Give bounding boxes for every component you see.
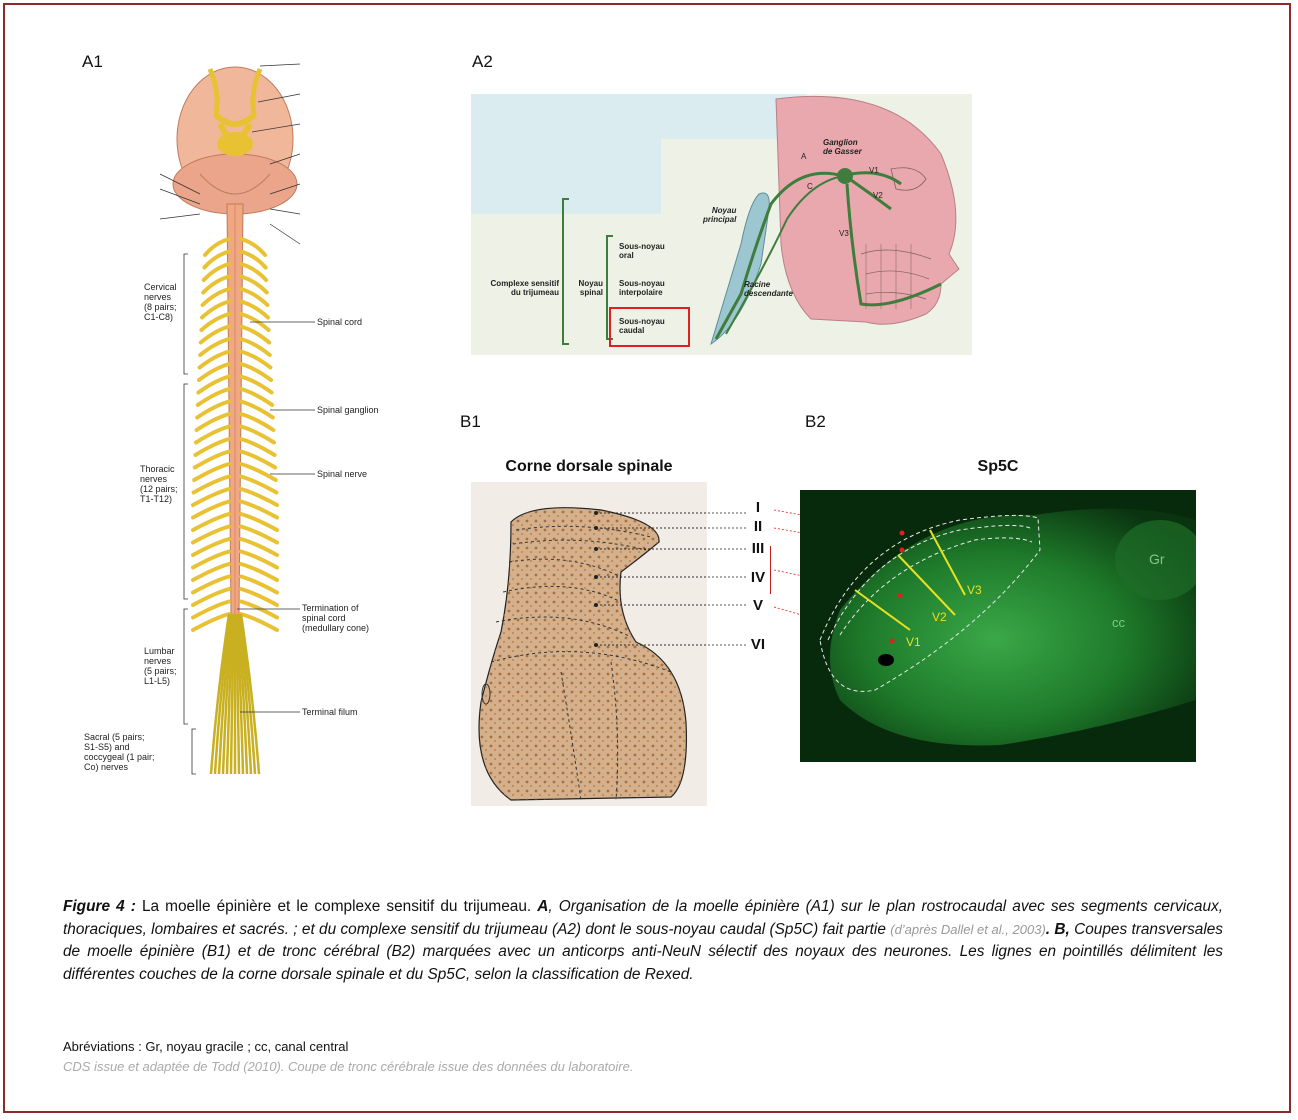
- b2-sp5c-image: Gr cc V1 V2 V3: [800, 490, 1196, 762]
- a1-spinal-nerve-label: Spinal nerve: [317, 469, 367, 479]
- caption-a-label: A: [537, 898, 548, 915]
- caption-a-citation: (d’après Dallel et al., 2003): [890, 922, 1046, 937]
- a2-v2-label: V2: [873, 191, 883, 200]
- caption-abbreviations: Abréviations : Gr, noyau gracile ; cc, c…: [63, 1039, 348, 1054]
- panel-label-a1: A1: [82, 52, 103, 72]
- b1-title: Corne dorsale spinale: [471, 458, 707, 476]
- a2-illustration: [471, 94, 972, 355]
- a1-sacral-label: Sacral (5 pairs;S1-S5) and coccygeal (1 …: [84, 732, 155, 772]
- panel-label-b2: B2: [805, 412, 826, 432]
- figure-caption: Figure 4 : La moelle épinière et le comp…: [63, 896, 1223, 986]
- a2-sous-noyau-oral-label: Sous-noyauoral: [619, 242, 665, 260]
- b1-leader-lines: [596, 482, 746, 682]
- b2-cc-label: cc: [1112, 615, 1125, 630]
- panel-label-a2: A2: [472, 52, 493, 72]
- a1-terminal-filum-label: Terminal filum: [302, 707, 358, 717]
- b2-v1-label: V1: [906, 635, 921, 649]
- a2-c-label: C: [807, 182, 813, 191]
- a1-cauda-equina: [211, 614, 259, 774]
- caption-title: La moelle épinière et le complexe sensit…: [136, 898, 537, 915]
- b2-title: Sp5C: [800, 458, 1196, 476]
- b2-v2-label: V2: [932, 610, 947, 624]
- a2-noyau-spinal-label: Noyauspinal: [571, 279, 603, 297]
- panel-label-b1: B1: [460, 412, 481, 432]
- a1-spinal-ganglion-label: Spinal ganglion: [317, 405, 379, 415]
- a1-lumbar-label: Lumbarnerves (5 pairs;L1-L5): [144, 646, 177, 686]
- b2-v3-label: V3: [967, 583, 982, 597]
- b2-gr-label: Gr: [1149, 551, 1165, 567]
- caption-b-label: . B,: [1046, 921, 1070, 938]
- a2-v1-label: V1: [869, 166, 879, 175]
- b2-section: [800, 490, 1196, 762]
- a1-illustration: [140, 54, 400, 794]
- a2-v3-label: V3: [839, 229, 849, 238]
- a1-spinal-cord-figure: Cervicalnerves (8 pairs;C1-C8) Thoracicn…: [140, 54, 400, 794]
- caption-source: CDS issue et adaptée de Todd (2010). Cou…: [63, 1059, 633, 1074]
- a1-thoracic-label: Thoracicnerves (12 pairs;T1-T12): [140, 464, 178, 504]
- a2-a-label: A: [801, 152, 806, 161]
- a1-spinal-cord-label: Spinal cord: [317, 317, 362, 327]
- a1-termination-label: Termination ofspinal cord (medullary con…: [302, 603, 369, 633]
- caption-figure-label: Figure 4 :: [63, 898, 136, 915]
